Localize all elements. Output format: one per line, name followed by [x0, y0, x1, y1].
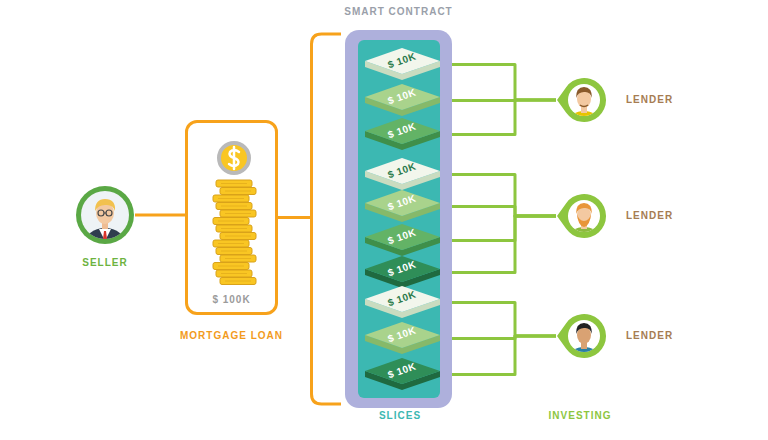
loan-slice: $ 10K [365, 286, 440, 319]
connector-line [440, 303, 556, 337]
connector-line [440, 65, 556, 101]
section-label: INVESTING [549, 410, 612, 422]
lender-pin [556, 74, 608, 130]
loan-amount: $ 100K [212, 294, 250, 306]
section-label: SLICES [379, 410, 421, 422]
smart-contract-panel: SMART CONTRACT$ 10K$ 10K$ 10K$ 10K$ 10K$… [345, 30, 452, 408]
loan-slice: $ 10K [365, 84, 440, 117]
lender-label: LENDER [626, 210, 673, 222]
seller-icon [75, 185, 135, 249]
connector-line [440, 175, 556, 217]
lender-pin [556, 310, 608, 366]
loan-box: $ 100KMORTGAGE LOAN [185, 120, 278, 315]
loan-caption: MORTGAGE LOAN [180, 330, 283, 342]
connector-line [440, 216, 556, 273]
lender-node: LENDER [556, 310, 678, 362]
connector-line [278, 34, 341, 404]
connector-line [440, 100, 556, 135]
lender-node: LENDER [556, 74, 678, 126]
lender-node: LENDER [556, 190, 678, 242]
loan-slice: $ 10K [365, 118, 440, 151]
loan-slice: $ 10K [365, 322, 440, 355]
lender-label: LENDER [626, 94, 673, 106]
connector-line [135, 214, 185, 217]
loan-slice: $ 10K [365, 190, 440, 223]
coin-stack [188, 128, 275, 297]
loan-slice: $ 10K [365, 358, 440, 391]
lender-label: LENDER [626, 330, 673, 342]
lender-pin [556, 190, 608, 246]
seller-node: SELLER [75, 185, 135, 245]
loan-slice: $ 10K [365, 158, 440, 191]
connector-line [440, 336, 556, 375]
contract-heading: SMART CONTRACT [344, 6, 452, 18]
loan-slice: $ 10K [365, 48, 440, 81]
loan-slice: $ 10K [365, 224, 440, 257]
seller-label: SELLER [82, 257, 127, 269]
connector-line [440, 216, 556, 241]
loan-slice: $ 10K [365, 256, 440, 289]
